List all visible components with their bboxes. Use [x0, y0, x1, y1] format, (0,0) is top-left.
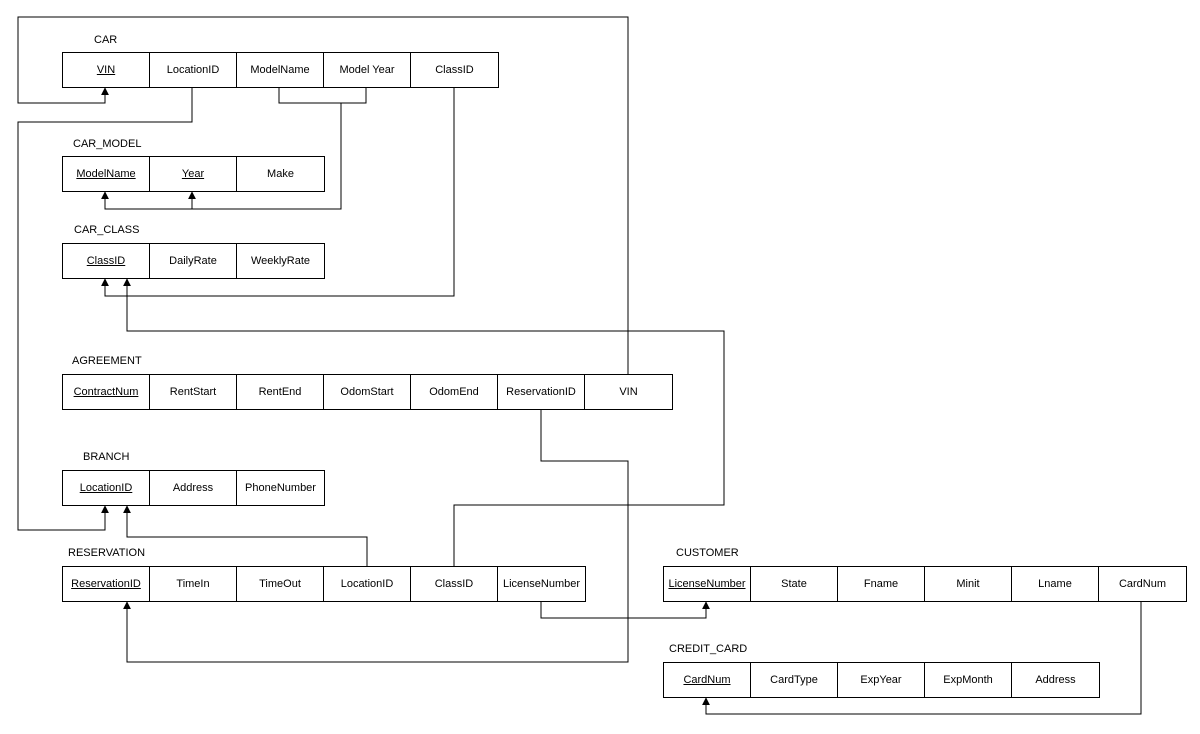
- column-vin: VIN: [63, 53, 150, 87]
- table-title-car: CAR: [94, 34, 118, 46]
- column-timein: TimeIn: [150, 567, 237, 601]
- column-timeout: TimeOut: [237, 567, 324, 601]
- column-locationid: LocationID: [150, 53, 237, 87]
- table-title-branch: BRANCH: [83, 451, 130, 463]
- column-expmonth: ExpMonth: [925, 663, 1012, 697]
- column-cardtype: CardType: [751, 663, 838, 697]
- column-licensenumber: LicenseNumber: [664, 567, 751, 601]
- fk-line-reservation-classid: [123, 278, 725, 566]
- column-odomend: OdomEnd: [411, 375, 498, 409]
- column-modelname: ModelName: [63, 157, 150, 191]
- column-minit: Minit: [925, 567, 1012, 601]
- column-licensenumber: LicenseNumber: [502, 578, 581, 590]
- fk-line-customer-cardnum: [702, 602, 1142, 715]
- fk-line-reservation-licensenumber: [540, 601, 710, 619]
- fk-line-car-model-bracket: [278, 88, 367, 104]
- table-title-car-class: CAR_CLASS: [74, 224, 140, 236]
- column-locationid: LocationID: [63, 471, 150, 505]
- column-year: Year: [150, 157, 237, 191]
- table-title-customer: CUSTOMER: [676, 547, 739, 559]
- table-car-class: ClassID DailyRate WeeklyRate: [62, 243, 325, 279]
- column-odomstart: OdomStart: [324, 375, 411, 409]
- column-fname: Fname: [838, 567, 925, 601]
- column-classid: ClassID: [435, 64, 474, 76]
- table-title-credit-card: CREDIT_CARD: [669, 643, 748, 655]
- column-lname: Lname: [1012, 567, 1099, 601]
- column-locationid: LocationID: [324, 567, 411, 601]
- column-modelname: ModelName: [237, 53, 324, 87]
- table-title-agreement: AGREEMENT: [72, 355, 142, 367]
- table-agreement: ContractNum RentStart RentEnd OdomStart …: [62, 374, 673, 410]
- table-reservation: ReservationID TimeIn TimeOut LocationID …: [62, 566, 586, 602]
- column-cardnum: CardNum: [664, 663, 751, 697]
- column-dailyrate: DailyRate: [150, 244, 237, 278]
- column-phonenumber: PhoneNumber: [245, 482, 316, 494]
- column-reservationid: ReservationID: [498, 375, 585, 409]
- fk-line-car-classid: [101, 88, 455, 297]
- table-customer: LicenseNumber State Fname Minit Lname Ca…: [663, 566, 1187, 602]
- table-title-reservation: RESERVATION: [68, 547, 146, 559]
- table-car: VIN LocationID ModelName Model Year Clas…: [62, 52, 499, 88]
- column-make: Make: [267, 168, 294, 180]
- fk-line-reservation-locationid: [123, 505, 368, 566]
- column-classid: ClassID: [411, 567, 498, 601]
- column-expyear: ExpYear: [838, 663, 925, 697]
- table-title-car-model: CAR_MODEL: [73, 138, 142, 150]
- table-car-model: ModelName Year Make: [62, 156, 325, 192]
- column-weeklyrate: WeeklyRate: [250, 255, 311, 267]
- column-rentend: RentEnd: [237, 375, 324, 409]
- column-contractnum: ContractNum: [63, 375, 150, 409]
- fk-line-agreement-vin: [17, 16, 629, 374]
- column-state: State: [751, 567, 838, 601]
- column-address: Address: [1035, 674, 1076, 686]
- fk-line-car-model: [101, 103, 342, 210]
- column-cardnum: CardNum: [1118, 578, 1167, 590]
- table-branch: LocationID Address PhoneNumber: [62, 470, 325, 506]
- column-classid: ClassID: [63, 244, 150, 278]
- column-vin: VIN: [619, 386, 638, 398]
- fk-line-car-locationid: [17, 88, 193, 531]
- column-address: Address: [150, 471, 237, 505]
- table-credit-card: CardNum CardType ExpYear ExpMonth Addres…: [663, 662, 1100, 698]
- fk-line-agreement-reservationid: [123, 410, 629, 663]
- column-rentstart: RentStart: [150, 375, 237, 409]
- column-model-year: Model Year: [324, 53, 411, 87]
- column-reservationid: ReservationID: [63, 567, 150, 601]
